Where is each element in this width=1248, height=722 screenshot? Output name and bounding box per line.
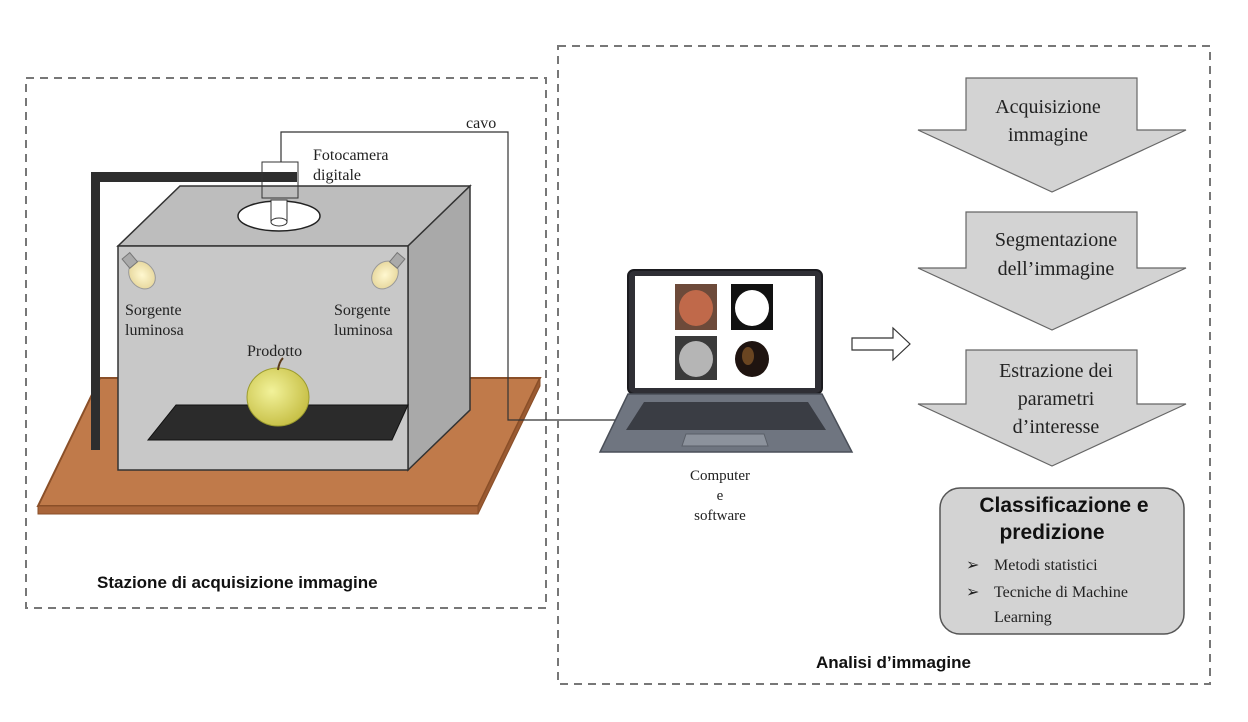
step-3-line1: Estrazione dei xyxy=(999,360,1113,382)
cable-label: cavo xyxy=(466,115,496,132)
classification-title-line1: Classificazione e xyxy=(979,494,1148,517)
camera-stand xyxy=(91,172,297,450)
camera-lens-icon xyxy=(237,199,321,232)
camera-label-line2: digitale xyxy=(313,167,361,184)
product-label: Prodotto xyxy=(247,343,302,360)
analysis-panel-border xyxy=(557,45,1211,685)
light-bulb-left-icon xyxy=(121,251,156,290)
computer-label-line2: e xyxy=(717,488,724,504)
camera-label-line1: Fotocamera xyxy=(313,147,389,164)
step-1-line1: Acquisizione xyxy=(995,96,1101,118)
cable-line xyxy=(280,131,616,421)
light-left-label-line2: luminosa xyxy=(125,322,184,339)
step-arrow-3 xyxy=(917,349,1187,467)
bullet-item-1: Metodi statistici xyxy=(994,557,1098,574)
step-arrow-1 xyxy=(917,77,1187,193)
step-2-line1: Segmentazione xyxy=(995,229,1117,251)
step-arrow-2 xyxy=(917,211,1187,331)
apple-icon xyxy=(246,357,310,427)
light-right-label-line1: Sorgente xyxy=(334,302,391,319)
classification-title-line2: predizione xyxy=(999,521,1104,544)
acquisition-station-title: Stazione di acquisizione immagine xyxy=(97,573,378,592)
analysis-title: Analisi d’immagine xyxy=(816,653,971,672)
right-arrow-icon xyxy=(851,326,911,362)
step-2-line2: dell’immagine xyxy=(998,258,1115,280)
step-3-line3: d’interesse xyxy=(1013,416,1100,438)
camera-icon xyxy=(261,161,299,199)
computer-label-line1: Computer xyxy=(690,468,750,484)
light-right-label-line2: luminosa xyxy=(334,322,393,339)
acquisition-panel-border xyxy=(25,77,547,609)
computer-label-line3: software xyxy=(694,508,746,524)
step-1-line2: immagine xyxy=(1008,124,1088,146)
bullet-arrow-icon: ➢ xyxy=(966,584,979,601)
laptop-icon xyxy=(598,269,854,453)
bullet-item-2: Tecniche di Machine xyxy=(994,584,1128,601)
classification-box xyxy=(939,487,1185,635)
light-bulb-right-icon xyxy=(371,251,406,290)
bullet-item-3: Learning xyxy=(994,609,1052,626)
bullet-arrow-icon: ➢ xyxy=(966,557,979,574)
step-3-line2: parametri xyxy=(1018,388,1095,410)
light-left-label-line1: Sorgente xyxy=(125,302,182,319)
